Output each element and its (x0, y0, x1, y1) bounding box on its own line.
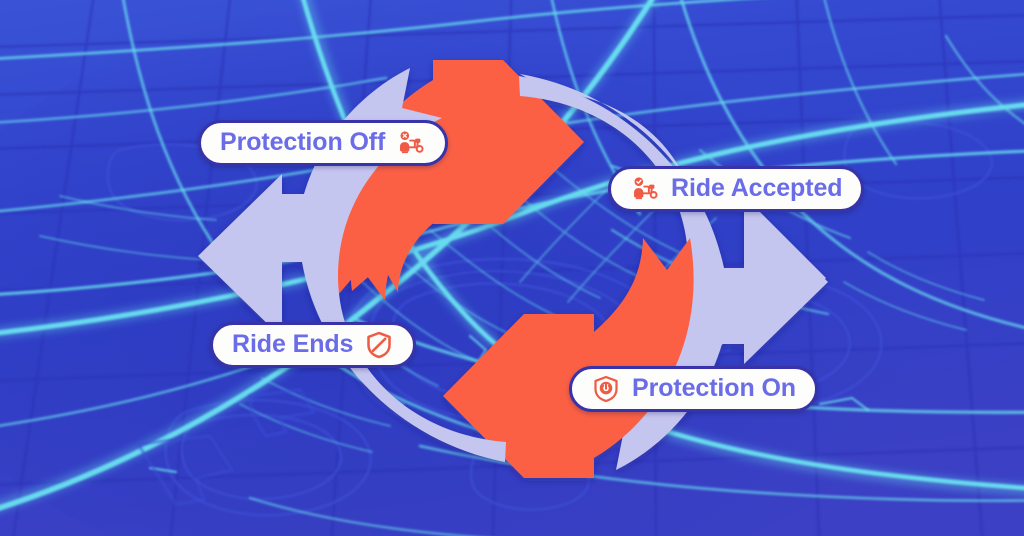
scooter-rider-check-icon (634, 177, 658, 200)
shield-power-icon (594, 375, 618, 403)
step-label-ride-accepted[interactable]: Ride Accepted (608, 166, 865, 212)
step-label-text: Protection On (632, 373, 796, 402)
step-label-text: Ride Accepted (671, 173, 843, 202)
shield-slash-icon (367, 331, 392, 359)
step-label-text: Protection Off (220, 127, 386, 156)
step-label-protection-on[interactable]: Protection On (569, 366, 818, 412)
step-label-protection-off[interactable]: Protection Off (198, 120, 449, 166)
scooter-rider-x-icon (400, 131, 424, 154)
step-label-text: Ride Ends (232, 329, 354, 358)
arrow-bottom-orange (443, 238, 694, 478)
step-label-ride-ends[interactable]: Ride Ends (210, 322, 417, 368)
